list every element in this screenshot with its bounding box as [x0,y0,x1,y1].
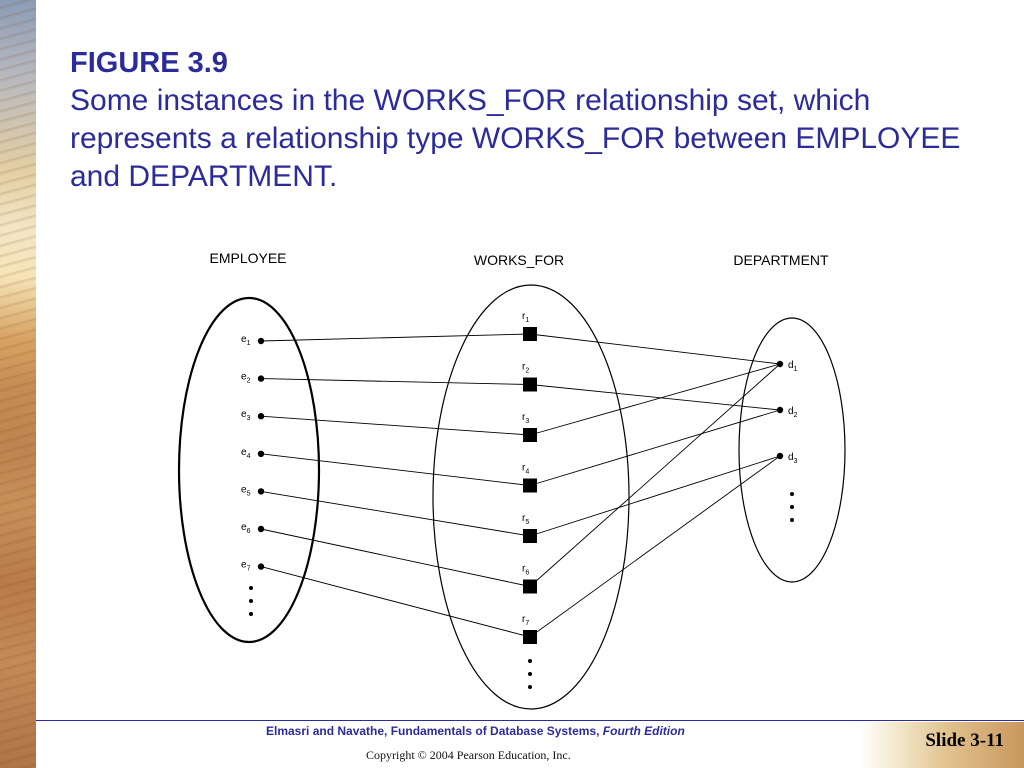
relationship-node-r4 [523,478,537,493]
links-layer [260,333,781,638]
set-label-works-for: WORKS_FOR [474,252,564,268]
link-r1-d1 [529,333,781,365]
footer-edition: Fourth Edition [602,724,685,738]
slide-number: Slide 3-11 [925,730,1004,751]
employee-node-e3 [257,413,265,420]
link-r2-d2 [529,384,781,411]
employee-label-e2: e2 [241,372,251,385]
relationship-label-r2: r2 [522,362,529,375]
department-node-d2 [776,406,784,414]
footer-authors: Elmasri and Navathe, Fundamentals of Dat… [266,724,600,738]
figure-label: FIGURE 3.9 [70,47,228,79]
employee-node-e6 [257,525,265,533]
footer-citation: Elmasri and Navathe, Fundamentals of Dat… [266,724,786,738]
set-label-department: DEPARTMENT [733,252,829,268]
department-label-d3: d3 [788,452,798,465]
employee-label-e5: e5 [241,484,251,497]
relationship-label-r7: r7 [522,614,529,627]
works-for-set-ellipse [432,284,630,710]
employee-node-e1 [257,337,265,345]
department-more-dots [790,492,794,522]
footer-divider [36,720,1024,721]
link-r3-d1 [529,363,781,436]
department-set-ellipse [738,317,846,583]
slide-number-badge: Slide 3-11 [860,722,1024,768]
department-node-d3 [776,452,784,460]
relationship-node-r6 [523,579,537,594]
works-for-more-dots [528,659,532,689]
department-label-d1: d1 [788,360,798,373]
relationship-node-r3 [523,428,537,442]
link-r7-d3 [529,455,781,638]
link-e3-r3 [260,415,531,436]
link-e2-r2 [260,378,531,385]
set-label-employee: EMPLOYEE [209,250,286,266]
link-e5-r5 [260,490,531,537]
employee-label-e4: e4 [241,447,251,460]
relationship-label-r3: r3 [522,412,529,425]
link-r6-d1 [529,363,781,587]
employee-node-e5 [257,488,265,495]
relationship-label-r4: r4 [522,463,529,476]
link-e4-r4 [260,453,531,486]
employee-node-e7 [257,563,265,570]
link-r4-d2 [529,409,781,486]
employee-label-e3: e3 [241,409,251,422]
employee-node-e2 [257,375,265,382]
employee-set-ellipse [177,296,321,644]
relationship-node-r5 [523,529,537,543]
employee-label-e1: e1 [241,334,251,347]
relationship-node-r1 [523,327,537,341]
employee-node-e4 [257,450,265,457]
employee-label-e6: e6 [241,522,251,535]
figure-caption: Some instances in the WORKS_FOR relation… [70,84,961,193]
relationship-node-r2 [523,377,537,392]
nodes-layer: e1 e2 e3 e4 e5 e6 e7 r1 r2 r3 r4 r5 r6 r7 d1 d2 d3 [241,311,798,644]
link-e7-r7 [260,566,531,638]
relationship-node-r7 [523,630,537,644]
relationship-label-r6: r6 [522,564,529,577]
department-node-d1 [776,360,784,368]
relationship-label-r1: r1 [522,311,529,324]
employee-label-e7: e7 [241,560,251,573]
link-e6-r6 [260,528,531,587]
department-label-d2: d2 [788,406,798,419]
employee-more-dots [249,586,253,616]
link-e1-r1 [260,333,531,342]
copyright-notice: Copyright © 2004 Pearson Education, Inc. [366,748,571,762]
relationship-label-r5: r5 [522,513,529,526]
link-r5-d3 [529,455,781,537]
decorative-side-strip [0,0,36,768]
slide-title-block: FIGURE 3.9 Some instances in the WORKS_F… [70,44,1000,196]
